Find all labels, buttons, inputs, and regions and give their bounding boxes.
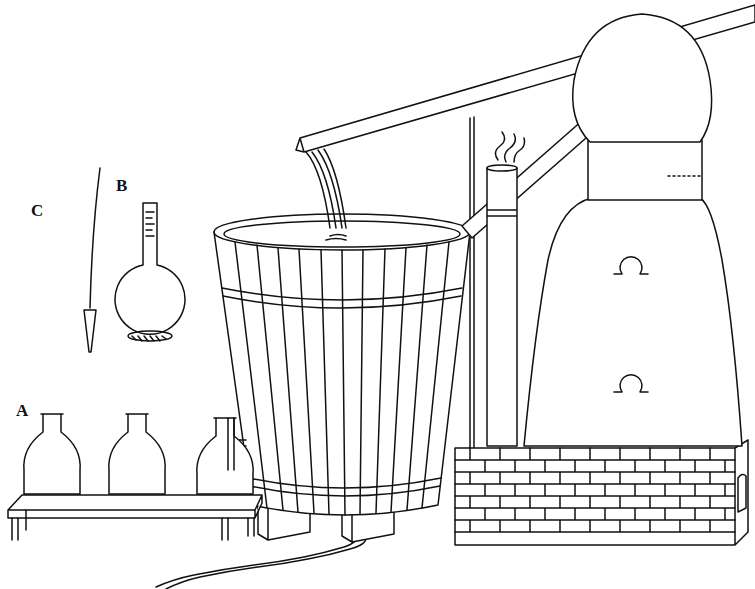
receiving-flask	[109, 414, 165, 494]
pouring-water	[306, 149, 346, 228]
support-post	[469, 118, 471, 448]
chimney	[487, 168, 517, 446]
still-head	[573, 14, 712, 142]
still-neck-dots	[668, 175, 700, 177]
barrel-staves	[235, 242, 449, 515]
barrel-band	[249, 478, 441, 496]
flask-ring	[128, 331, 172, 341]
still-handle	[614, 375, 648, 392]
still-handle	[614, 257, 648, 274]
still-neck	[588, 140, 702, 200]
part-label: A	[16, 402, 28, 419]
water-ripple	[326, 235, 346, 241]
receiving-flask	[197, 418, 253, 494]
trough	[296, 5, 755, 152]
tap-pipe-inner	[228, 418, 234, 470]
brick-courses	[455, 448, 735, 532]
smoke	[495, 132, 524, 162]
chimney-top	[487, 165, 517, 171]
still-body	[524, 198, 742, 446]
flask-graduations	[146, 212, 154, 236]
flask-ring-hatch	[132, 336, 166, 341]
pipette-tube	[90, 168, 100, 308]
fire-door	[738, 474, 746, 512]
receiving-flask	[24, 414, 80, 494]
part-label: B	[116, 177, 127, 194]
bench-top	[8, 495, 262, 518]
pipette-tip	[84, 310, 96, 352]
barrel-band	[222, 288, 462, 308]
part-label: C	[31, 202, 43, 219]
round-flask	[115, 203, 185, 334]
bench-legs	[12, 510, 254, 540]
brick-furnace	[455, 440, 748, 545]
barrel-rim	[214, 214, 470, 250]
support-post	[473, 117, 475, 448]
